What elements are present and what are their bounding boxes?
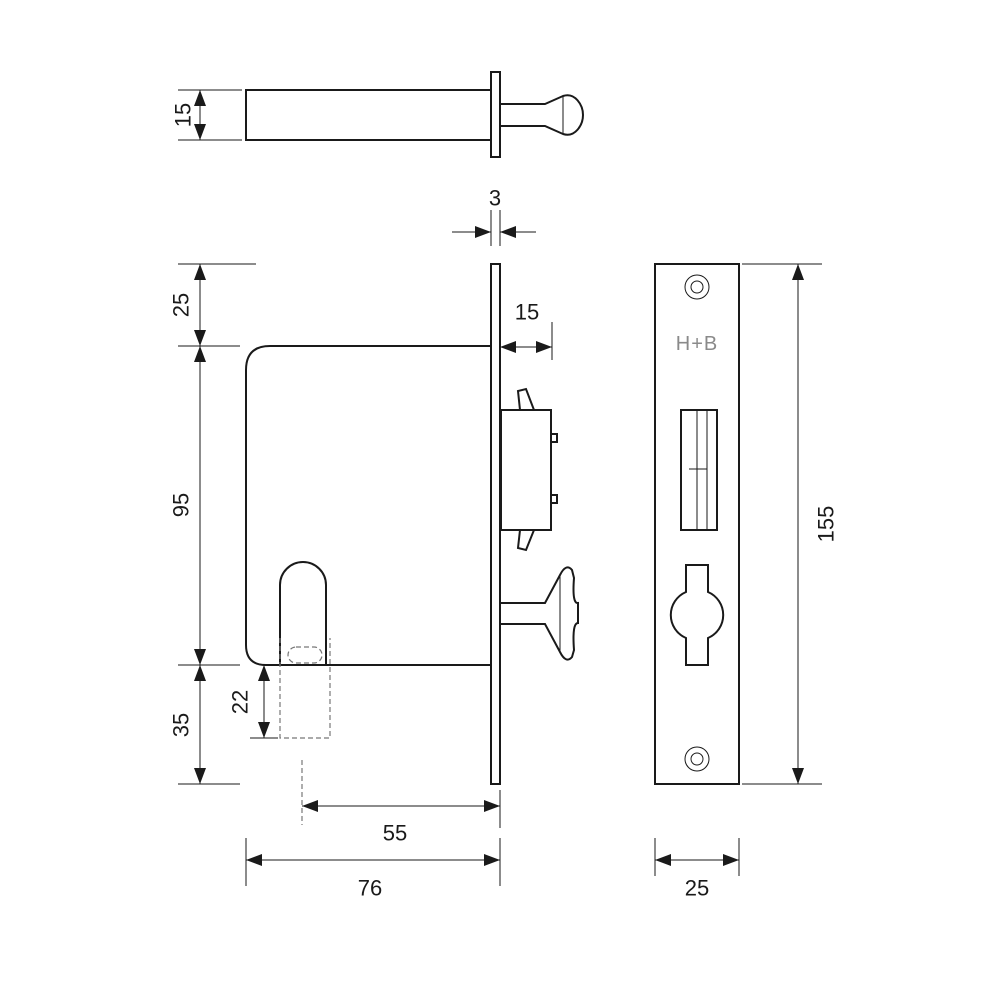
dim-backset: 55 [383, 821, 407, 846]
brand-logo: H+B [676, 333, 718, 355]
dim-bottom-offset: 35 [169, 713, 194, 737]
latch-bolt [500, 409, 552, 531]
screw-hole-bottom [684, 746, 710, 772]
dim-faceplate-height: 155 [814, 506, 839, 543]
side-view: 3 15 25 95 35 22 55 [169, 186, 579, 901]
latch-bolt-tab-top [516, 387, 535, 411]
latch-bolt-tab-bottom [516, 529, 535, 552]
dim-hook-depth: 22 [228, 690, 253, 714]
dim-head-height: 15 [171, 103, 196, 127]
dim-body-height: 95 [169, 493, 194, 517]
faceplate-front [654, 263, 740, 785]
side-view-faceplate [490, 263, 501, 785]
dim-bolt-projection: 15 [515, 300, 539, 325]
dim-total-depth: 76 [358, 876, 382, 901]
top-view-case [245, 89, 492, 141]
dim-top-offset: 25 [169, 293, 194, 317]
dim-faceplate-width: 25 [685, 876, 709, 901]
latch-opening [680, 409, 718, 531]
hook-bolt [501, 566, 579, 661]
dim-faceplate-thickness: 3 [489, 186, 501, 211]
hook-opening [669, 564, 725, 666]
hidden-hook [279, 638, 331, 739]
side-view-case [245, 345, 491, 666]
top-view-knob [500, 94, 585, 136]
top-view: 15 [171, 71, 585, 158]
screw-hole-top [684, 274, 710, 300]
front-view: H+B 155 25 [654, 263, 839, 901]
top-view-faceplate [490, 71, 501, 158]
hook-slot [279, 561, 327, 665]
